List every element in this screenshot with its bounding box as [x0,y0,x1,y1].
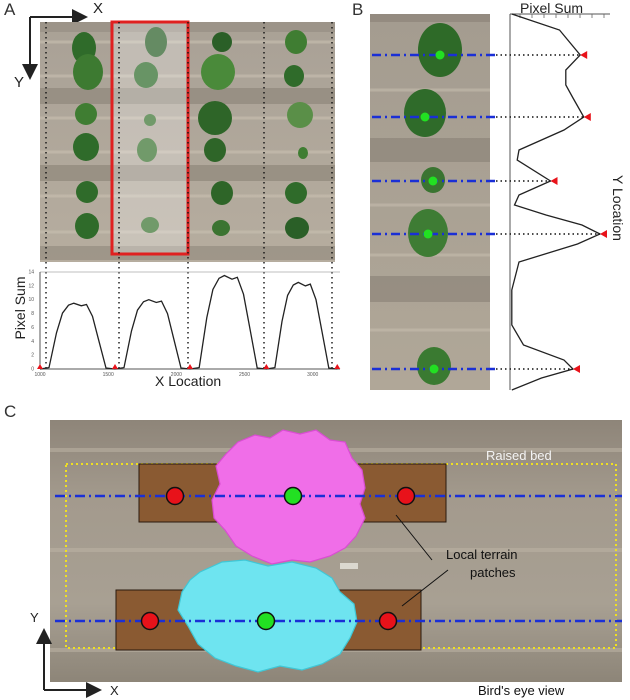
plant [212,220,230,236]
panel-a: 0 2 4 6 8 10 12 14 1000 1500 2000 2500 3000 [22,9,341,378]
y-tick-label: 2 [31,353,34,359]
x-tick-label: 2000 [171,372,182,378]
plot-b [509,13,610,391]
x-tick-label: 1500 [103,372,114,378]
axis-x-label-a: X [93,0,104,17]
panel-a-letter: A [4,0,16,19]
plant [284,65,304,87]
red-marker [165,486,185,506]
plot-a-ylabel: Pixel Sum [12,276,28,340]
red-marker [263,364,270,369]
plant [285,182,307,204]
red-marker [112,364,118,369]
red-marker [140,611,160,631]
axis-x-label-c: X [110,683,119,698]
raised-bed-label: Raised bed [486,448,552,463]
plant [198,101,232,135]
plant [137,138,157,162]
red-marker [550,177,558,185]
leader-line [401,569,449,607]
axis-y-label-a: Y [14,74,25,91]
green-centroid [429,364,439,374]
plant [204,138,226,162]
panel-b [370,13,610,391]
plant [211,181,233,205]
y-tick-label: 10 [28,297,34,303]
plant [285,30,307,54]
y-tick-label: 12 [28,283,34,289]
terrain-patches-label-line1: Local terrain [446,547,518,562]
plant [141,217,159,233]
green-centroid [283,486,303,506]
panel-c [36,420,622,698]
birds-eye-view-label: Bird's eye view [478,683,565,698]
red-marker [580,51,588,59]
plot-b-xlabel: Pixel Sum [520,0,584,16]
plant [75,213,99,239]
green-centroid [423,229,433,239]
aerial-photo-a [40,20,335,372]
plant [298,147,308,159]
y-tick-label: 6 [31,325,34,331]
y-tick-label: 0 [31,367,34,373]
plant [201,54,235,90]
y-tick-label: 8 [31,311,34,317]
panel-b-letter: B [352,0,364,19]
plant [212,32,232,52]
axis-y-label-c: Y [30,610,39,625]
y-tick-label: 14 [28,270,34,276]
aerial-photo-b [370,14,490,390]
plot-a-xlabel: X Location [155,373,222,389]
y-tick-label: 4 [31,339,34,345]
x-tick-label: 2500 [239,372,250,378]
panel-c-letter: C [4,402,17,421]
terrain-patches-label-line2: patches [470,565,516,580]
plot-a: 0 2 4 6 8 10 12 14 1000 1500 2000 2500 3000 [28,270,341,378]
plant [418,23,462,77]
plant [145,27,167,57]
x-tick-label: 1000 [34,372,45,378]
pixel-sum-curve-b [511,13,602,391]
red-marker [600,230,607,238]
red-marker [378,611,398,631]
plant [134,62,158,88]
green-centroid [435,50,445,60]
red-marker [396,486,416,506]
x-tick-label: 3000 [307,372,318,378]
green-centroid [256,611,276,631]
plant [76,181,98,203]
selected-column-highlight [112,22,188,254]
plant [144,114,156,126]
red-marker [37,364,43,369]
leader-line [395,514,433,561]
red-marker [583,113,591,121]
plant [75,103,97,125]
red-marker [187,364,193,369]
plant [287,102,313,128]
plant [285,217,309,239]
plant [73,54,103,90]
green-centroid [420,112,430,122]
green-centroid [428,176,438,186]
red-marker [573,365,580,373]
plant [73,133,99,161]
red-marker [334,364,341,369]
